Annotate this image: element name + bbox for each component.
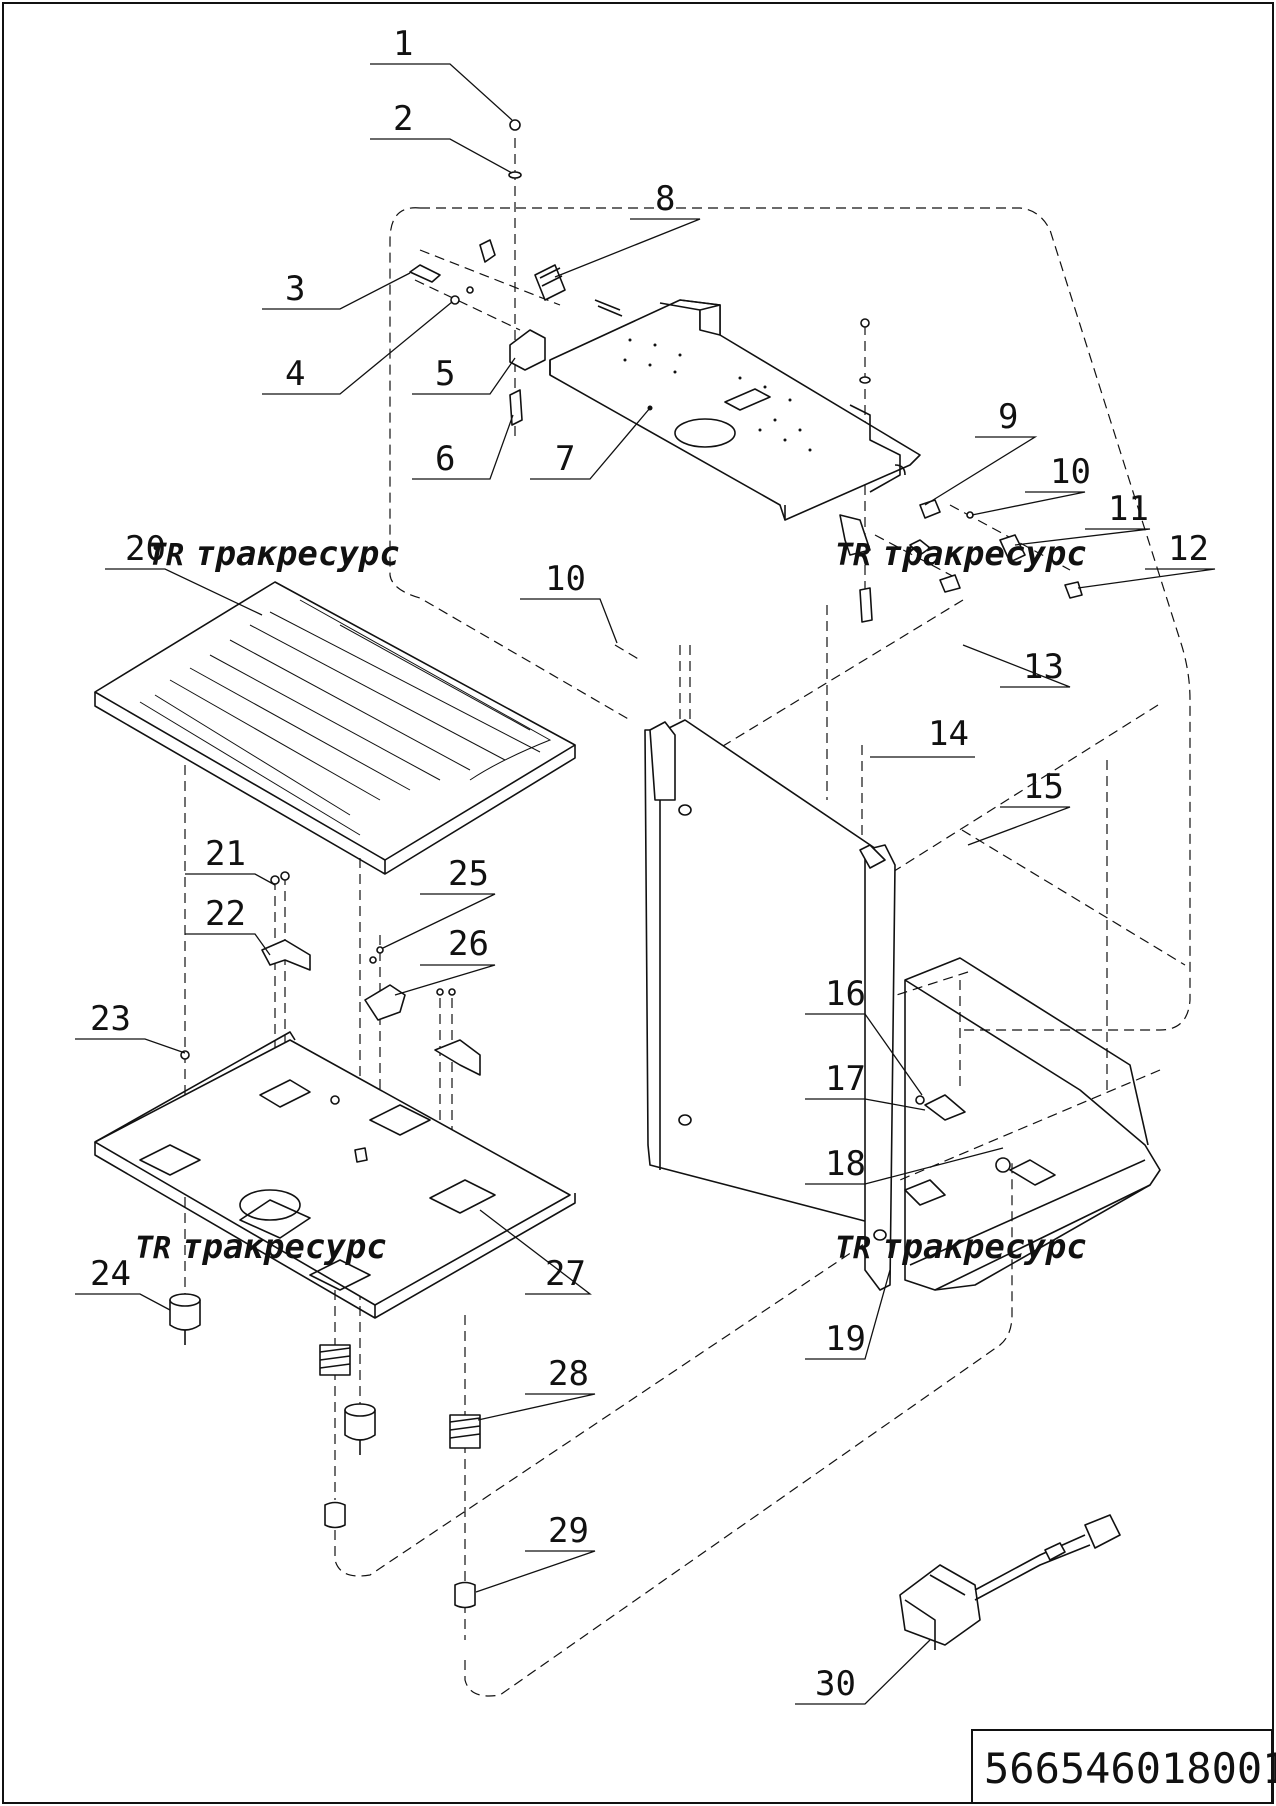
svg-text:1: 1	[393, 24, 413, 64]
callout-23: 23	[75, 999, 186, 1054]
part-21-screw	[270, 875, 280, 885]
svg-text:14: 14	[928, 714, 969, 754]
svg-text:18: 18	[825, 1144, 866, 1184]
watermark-logo: TR	[835, 538, 871, 573]
callout-19: 19	[805, 1269, 891, 1360]
callout-4: 4	[262, 301, 453, 395]
mat-grooves	[139, 599, 552, 836]
svg-text:5: 5	[435, 354, 455, 394]
watermark-logo: TR	[835, 1231, 871, 1266]
part-22-bracket	[261, 939, 311, 971]
svg-text:30: 30	[815, 1664, 856, 1704]
part-25-screw	[376, 946, 384, 954]
svg-text:24: 24	[90, 1254, 131, 1294]
part-3-screw	[409, 264, 441, 283]
callout-3: 3	[262, 269, 411, 310]
callout-29: 29	[475, 1511, 596, 1593]
base-fasteners	[180, 871, 481, 1163]
callout-9: 9	[924, 397, 1038, 506]
part-20-floor-mat	[94, 581, 576, 875]
svg-text:10: 10	[1050, 452, 1091, 492]
callout-27: 27	[479, 1209, 592, 1295]
watermark-text: тракресурс	[882, 1227, 1087, 1267]
callout-14: 14	[870, 714, 975, 758]
watermark-logo: TR	[135, 1231, 171, 1266]
callout-30: 30	[795, 1639, 931, 1705]
callout-10-left: 10	[520, 559, 618, 644]
svg-text:10: 10	[545, 559, 586, 599]
svg-text:8: 8	[655, 179, 675, 219]
part-2-washer	[508, 171, 522, 179]
svg-text:26: 26	[448, 924, 489, 964]
drawing-part-number: 566546018001	[984, 1744, 1276, 1793]
watermark-text: тракресурс	[195, 534, 400, 574]
svg-text:21: 21	[205, 834, 246, 874]
part-29-bushing	[324, 1501, 346, 1529]
part-19-seat-frame	[644, 719, 1161, 1291]
svg-text:23: 23	[90, 999, 131, 1039]
part-23-screw	[180, 1050, 190, 1060]
svg-text:22: 22	[205, 894, 246, 934]
svg-text:28: 28	[548, 1354, 589, 1394]
callout-16: 16	[805, 974, 923, 1096]
svg-text:25: 25	[448, 854, 489, 894]
callout-22: 22	[185, 894, 271, 956]
part-26-bracket	[364, 984, 406, 1021]
part-27-base-frame	[94, 1031, 576, 1319]
part-5-clip	[509, 329, 546, 371]
svg-text:11: 11	[1108, 489, 1149, 529]
svg-text:17: 17	[825, 1059, 866, 1099]
upper-fasteners	[409, 119, 1083, 623]
svg-text:9: 9	[998, 397, 1018, 437]
callout-1: 1	[370, 24, 513, 121]
svg-text:4: 4	[285, 354, 305, 394]
callout-24: 24	[75, 1254, 171, 1311]
part-12-bushing	[1064, 581, 1083, 599]
callout-20: 20	[105, 529, 263, 616]
part-8-torsion-spring	[534, 264, 566, 301]
part-7-bracket-plate	[549, 299, 921, 521]
callout-26: 26	[394, 924, 496, 996]
callout-10-upper: 10	[971, 452, 1091, 516]
callout-25: 25	[382, 854, 496, 949]
part-11-spring	[999, 534, 1026, 563]
part-30-connector-harness	[899, 1514, 1121, 1650]
svg-text:29: 29	[548, 1511, 589, 1551]
callout-8: 8	[554, 179, 701, 278]
part-9-bushing	[919, 499, 941, 519]
part-4-washer	[450, 295, 460, 305]
callout-5: 5	[412, 354, 516, 395]
svg-text:19: 19	[825, 1319, 866, 1359]
callout-12: 12	[1077, 529, 1216, 589]
callout-13: 13	[962, 644, 1071, 688]
part-number-title-block: 566546018001	[971, 1729, 1276, 1804]
callout-11: 11	[1014, 489, 1151, 546]
callout-21: 21	[185, 834, 276, 886]
svg-text:20: 20	[125, 529, 166, 569]
svg-text:2: 2	[393, 99, 413, 139]
watermark-group: TR тракресурс TR тракресурс TR тракресур…	[135, 534, 1087, 1267]
svg-text:3: 3	[285, 269, 305, 309]
svg-text:7: 7	[555, 439, 575, 479]
callout-6: 6	[412, 414, 514, 480]
watermark-logo: TR	[148, 538, 184, 573]
svg-text:16: 16	[825, 974, 866, 1014]
callout-17: 17	[805, 1059, 926, 1111]
svg-text:15: 15	[1023, 767, 1064, 807]
svg-text:27: 27	[545, 1254, 586, 1294]
lower-mounts	[169, 1293, 481, 1609]
svg-text:12: 12	[1168, 529, 1209, 569]
callout-28: 28	[477, 1354, 596, 1421]
callout-2: 2	[370, 99, 513, 174]
callout-7: 7	[530, 407, 651, 480]
part-1-nut	[509, 119, 521, 131]
callouts: 1 2 3 4 5 6 7 8 9 10 10 11 12 13 14 15 1…	[75, 24, 1216, 1705]
watermark-text: тракресурс	[182, 1227, 387, 1267]
callout-15: 15	[967, 767, 1071, 846]
svg-text:13: 13	[1023, 647, 1064, 687]
callout-18: 18	[805, 1144, 1004, 1185]
svg-text:6: 6	[435, 439, 455, 479]
